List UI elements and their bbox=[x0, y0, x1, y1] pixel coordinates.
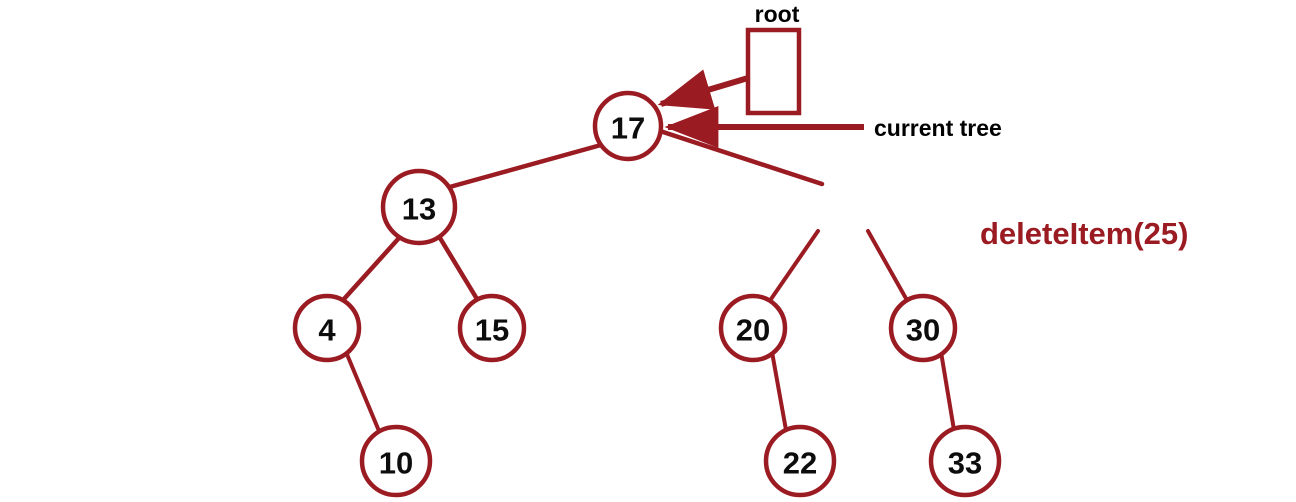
tree-node-20[interactable]: 20 bbox=[718, 293, 788, 363]
edge-13-4 bbox=[341, 235, 402, 302]
dangling-edge-17-to-deleted bbox=[657, 128, 825, 187]
operation-label: deleteItem(25) bbox=[980, 216, 1188, 251]
dangling-edge-deleted-to-20 bbox=[767, 229, 820, 304]
node-circle-17 bbox=[592, 90, 664, 162]
tree-node-33[interactable]: 33 bbox=[928, 424, 1002, 498]
edge-20-22 bbox=[770, 350, 788, 432]
current-tree-label: current tree bbox=[874, 115, 1002, 141]
root-pointer bbox=[657, 27, 802, 116]
tree-node-13[interactable]: 13 bbox=[380, 168, 458, 246]
root-pointer-box bbox=[745, 27, 802, 116]
tree-node-22[interactable]: 22 bbox=[763, 424, 837, 498]
node-label-33: 33 bbox=[948, 446, 982, 481]
node-label-15: 15 bbox=[475, 313, 509, 348]
root-label: root bbox=[755, 1, 800, 27]
node-circle-20 bbox=[718, 293, 788, 363]
node-label-10: 10 bbox=[379, 446, 413, 481]
dangling-edges bbox=[657, 128, 910, 304]
node-circle-15 bbox=[457, 293, 527, 363]
node-circle-13 bbox=[380, 168, 458, 246]
tree-edges bbox=[341, 142, 956, 433]
tree-node-4[interactable]: 4 bbox=[292, 293, 362, 363]
edge-30-33 bbox=[939, 350, 956, 432]
edge-4-10 bbox=[344, 350, 381, 433]
root-pointer-arrow bbox=[657, 69, 749, 110]
node-label-20: 20 bbox=[736, 313, 770, 348]
node-circle-33 bbox=[928, 424, 1002, 498]
edge-13-15 bbox=[437, 235, 480, 302]
node-circle-10 bbox=[359, 424, 433, 498]
tree-node-10[interactable]: 10 bbox=[359, 424, 433, 498]
node-label-22: 22 bbox=[783, 446, 817, 481]
edge-17-13 bbox=[443, 142, 604, 191]
tree-node-17[interactable]: 17 bbox=[592, 90, 664, 162]
node-label-30: 30 bbox=[906, 313, 940, 348]
node-label-4: 4 bbox=[318, 313, 336, 348]
node-label-17: 17 bbox=[611, 111, 645, 146]
tree-node-15[interactable]: 15 bbox=[457, 293, 527, 363]
node-label-13: 13 bbox=[402, 192, 436, 227]
node-circle-4 bbox=[292, 293, 362, 363]
node-circle-30 bbox=[888, 293, 958, 363]
tree-nodes: 17 13 4 15 10 20 bbox=[292, 90, 1002, 498]
dangling-edge-deleted-to-30 bbox=[866, 229, 910, 304]
tree-node-30[interactable]: 30 bbox=[888, 293, 958, 363]
node-circle-22 bbox=[763, 424, 837, 498]
